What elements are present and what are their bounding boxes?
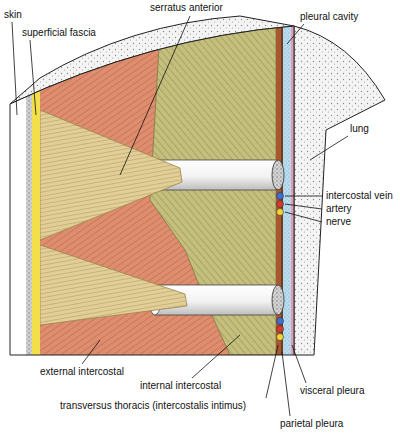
leader-lines: [12, 16, 348, 416]
serratus-anterior-slip: [40, 245, 187, 325]
leader-line: [266, 345, 278, 398]
part-label: visceral pleura: [300, 385, 364, 397]
section-outline: [10, 26, 294, 355]
vein-section: [277, 193, 284, 200]
leader-line: [82, 340, 100, 364]
part-label: external intercostal: [40, 366, 124, 378]
leader-line: [12, 22, 17, 115]
artery-section: [277, 326, 284, 333]
intercostal-bundle: [277, 193, 284, 341]
nerve-section: [277, 209, 284, 216]
leader-line: [120, 16, 190, 175]
leader-line: [285, 196, 322, 197]
leader-line: [287, 24, 304, 44]
superficial-fascia-layer: [32, 0, 40, 355]
part-label: parietal pleura: [280, 418, 343, 430]
muscle-layers: [40, 0, 276, 355]
part-label: superficial fascia: [22, 27, 96, 39]
leader-line: [285, 204, 322, 209]
part-label: lung: [350, 123, 369, 135]
serratus-anterior-slip: [40, 110, 182, 240]
leader-line: [292, 345, 306, 383]
rib-section: [272, 160, 284, 190]
skin-layer: [10, 0, 26, 355]
part-label: artery: [326, 203, 352, 215]
leader-line: [192, 335, 240, 378]
leader-line: [30, 40, 36, 115]
part-label: transversus thoracis (intercostalis inti…: [60, 400, 246, 412]
part-label: intercostal vein: [326, 190, 393, 202]
vein-section: [277, 318, 284, 325]
leader-line: [282, 352, 290, 416]
part-label: serratus anterior: [150, 2, 223, 14]
part-label: skin: [4, 9, 22, 21]
part-label: nerve: [326, 216, 351, 228]
part-label: internal intercostal: [140, 380, 221, 392]
front-section: [10, 0, 294, 355]
leader-line: [310, 136, 348, 160]
leader-line: [285, 212, 322, 222]
part-label: pleural cavity: [300, 11, 358, 23]
nerve-section: [277, 334, 284, 341]
rib-section: [272, 285, 284, 315]
artery-section: [277, 201, 284, 208]
